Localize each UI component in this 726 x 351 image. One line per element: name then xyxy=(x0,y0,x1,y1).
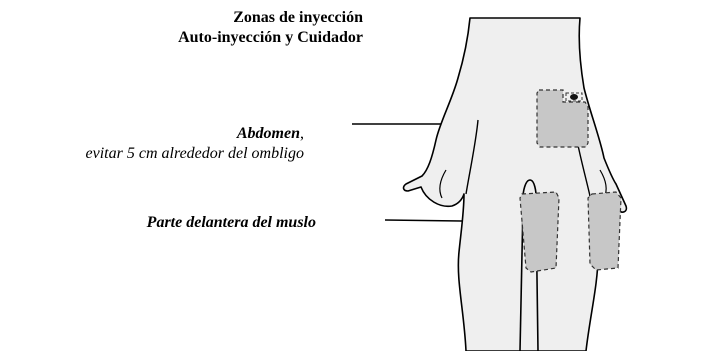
navel-mark xyxy=(570,94,578,100)
body-silhouette xyxy=(404,18,627,351)
left-thigh-zone xyxy=(520,192,559,272)
right-thigh-zone xyxy=(588,192,621,270)
